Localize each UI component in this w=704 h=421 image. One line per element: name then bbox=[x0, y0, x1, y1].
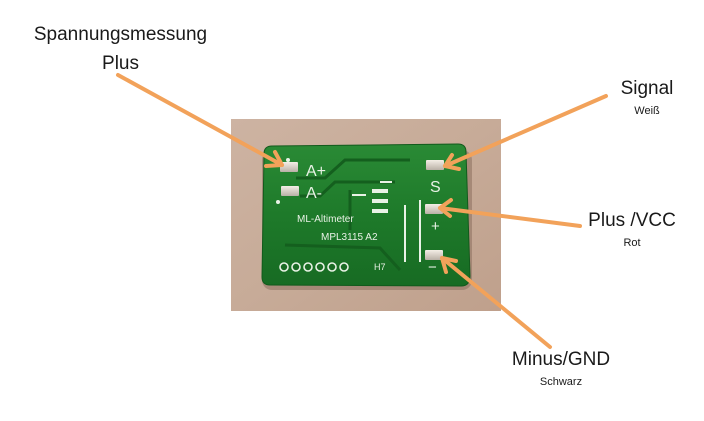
label-signal-color: Weiß bbox=[634, 104, 660, 117]
label-signal: Signal Weiß bbox=[604, 78, 690, 118]
arrow-plus-vcc bbox=[438, 198, 582, 228]
label-spannungsmessung: Spannungsmessung Plus bbox=[18, 20, 223, 78]
pcb-board: A+ A- S + − ML-Altimeter MPL3115 A2 H7 bbox=[261, 143, 471, 287]
label-plus-vcc-title: Plus /VCC bbox=[588, 210, 676, 231]
pin-s-label: S bbox=[430, 179, 441, 196]
label-minus-gnd-title: Minus/GND bbox=[511, 349, 611, 370]
label-minus-gnd: Minus/GND Schwarz bbox=[506, 349, 616, 389]
pad-a-minus bbox=[281, 186, 299, 196]
board-name-label: ML-Altimeter bbox=[297, 214, 354, 225]
pin-plus-label: + bbox=[431, 218, 440, 235]
pad-a-plus bbox=[280, 162, 298, 172]
label-signal-title: Signal bbox=[620, 78, 674, 99]
label-plus-vcc-color: Rot bbox=[623, 236, 641, 249]
pad-signal bbox=[426, 160, 444, 170]
pad-vcc bbox=[425, 204, 443, 214]
label-spannungsmessung-line2: Plus bbox=[102, 53, 139, 74]
pad-a-minus-label: A- bbox=[306, 185, 322, 202]
label-plus-vcc: Plus /VCC Rot bbox=[578, 210, 686, 250]
arrow-spannungsmessung bbox=[116, 73, 284, 168]
pad-gnd bbox=[425, 250, 443, 260]
arrow-minus-gnd bbox=[440, 256, 552, 349]
pad-a-plus-label: A+ bbox=[306, 163, 326, 180]
label-spannungsmessung-line1: Spannungsmessung bbox=[33, 24, 208, 45]
chip-label: MPL3115 A2 bbox=[321, 232, 378, 243]
header-holes bbox=[279, 262, 349, 272]
label-minus-gnd-color: Schwarz bbox=[539, 375, 583, 388]
arrow-signal bbox=[443, 94, 608, 171]
pin-minus-label: − bbox=[428, 259, 437, 276]
version-label: H7 bbox=[374, 262, 386, 272]
